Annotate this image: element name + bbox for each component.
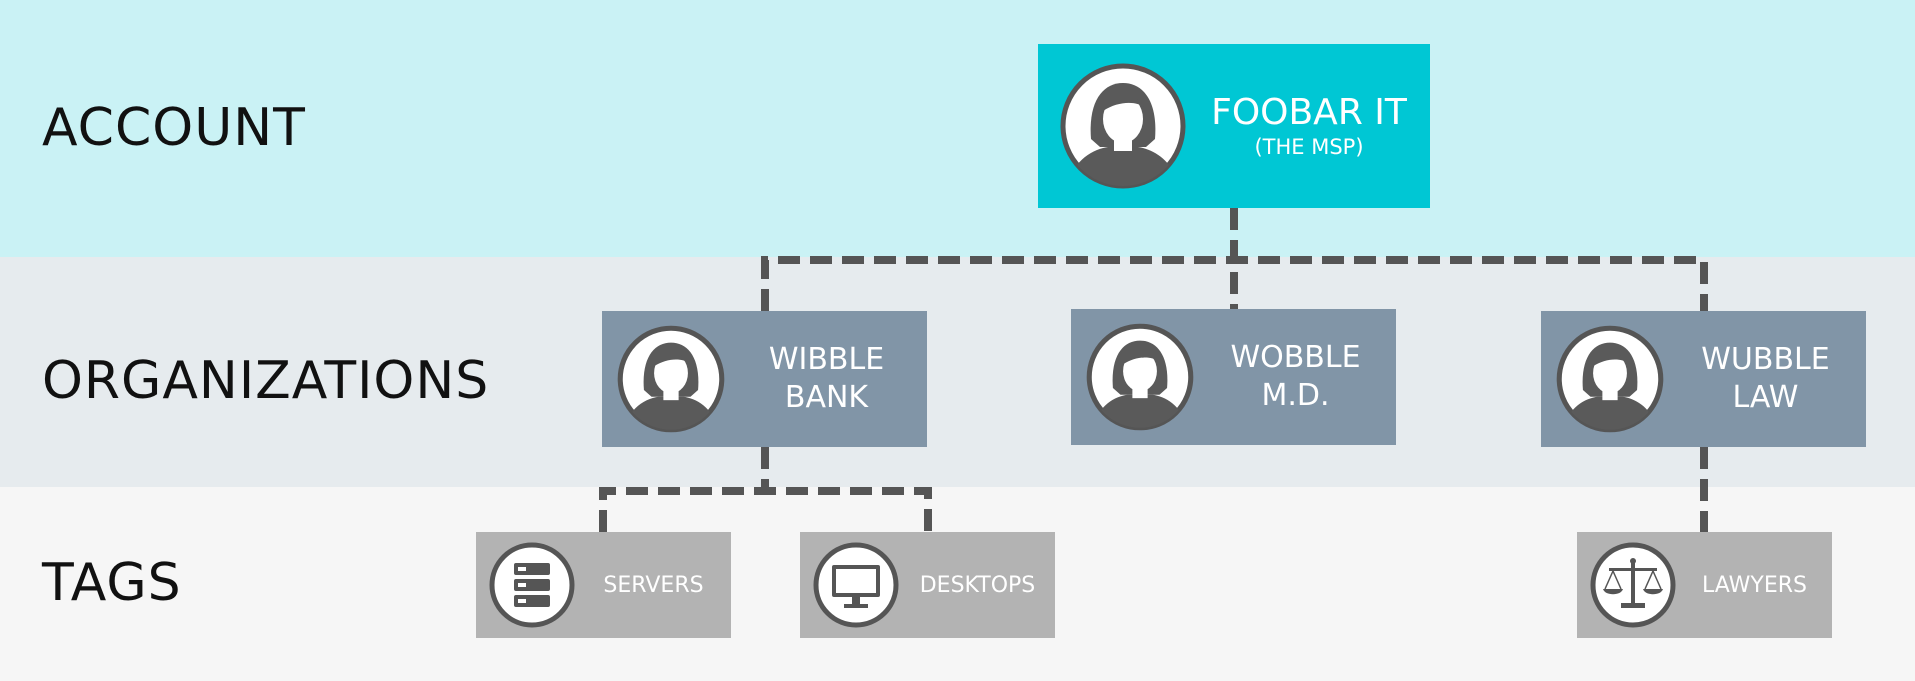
person-icon — [1556, 325, 1664, 433]
monitor-icon — [813, 542, 899, 628]
person-icon — [1086, 323, 1194, 431]
account-row-band — [0, 0, 1915, 257]
organization-name-line2: BANK — [784, 380, 869, 415]
organization-name-line1: WIBBLE — [768, 342, 885, 377]
account-node[interactable]: FOOBAR IT (THE MSP) — [1038, 44, 1430, 208]
connector-org-bar — [761, 256, 1708, 311]
person-icon — [1060, 63, 1186, 189]
account-subtitle: (THE MSP) — [1254, 135, 1364, 159]
connector-wibble-tags — [599, 487, 932, 532]
row-label-tags: TAGS — [42, 553, 182, 613]
server-icon — [489, 542, 575, 628]
tag-node-servers[interactable]: SERVERS — [476, 532, 731, 638]
tag-node-desktops[interactable]: DESKTOPS — [800, 532, 1055, 638]
organization-node-wibble-bank[interactable]: WIBBLE BANK — [602, 311, 927, 447]
tag-label: SERVERS — [603, 572, 704, 598]
organization-name-line1: WUBBLE — [1701, 342, 1830, 377]
row-label-organizations: ORGANIZATIONS — [42, 351, 490, 411]
organization-node-wubble-law[interactable]: WUBBLE LAW — [1541, 311, 1866, 447]
tag-node-lawyers[interactable]: LAWYERS — [1577, 532, 1832, 638]
account-title: FOOBAR IT — [1211, 92, 1407, 133]
tag-label: DESKTOPS — [919, 572, 1036, 598]
organization-node-wobble-md[interactable]: WOBBLE M.D. — [1071, 309, 1396, 445]
tag-label: LAWYERS — [1702, 572, 1807, 598]
organization-name-line1: WOBBLE — [1230, 340, 1361, 375]
scales-icon — [1590, 542, 1676, 628]
row-label-account: ACCOUNT — [42, 98, 306, 158]
organization-name-line2: M.D. — [1261, 378, 1330, 413]
organization-name-line2: LAW — [1732, 380, 1799, 415]
person-icon — [617, 325, 725, 433]
